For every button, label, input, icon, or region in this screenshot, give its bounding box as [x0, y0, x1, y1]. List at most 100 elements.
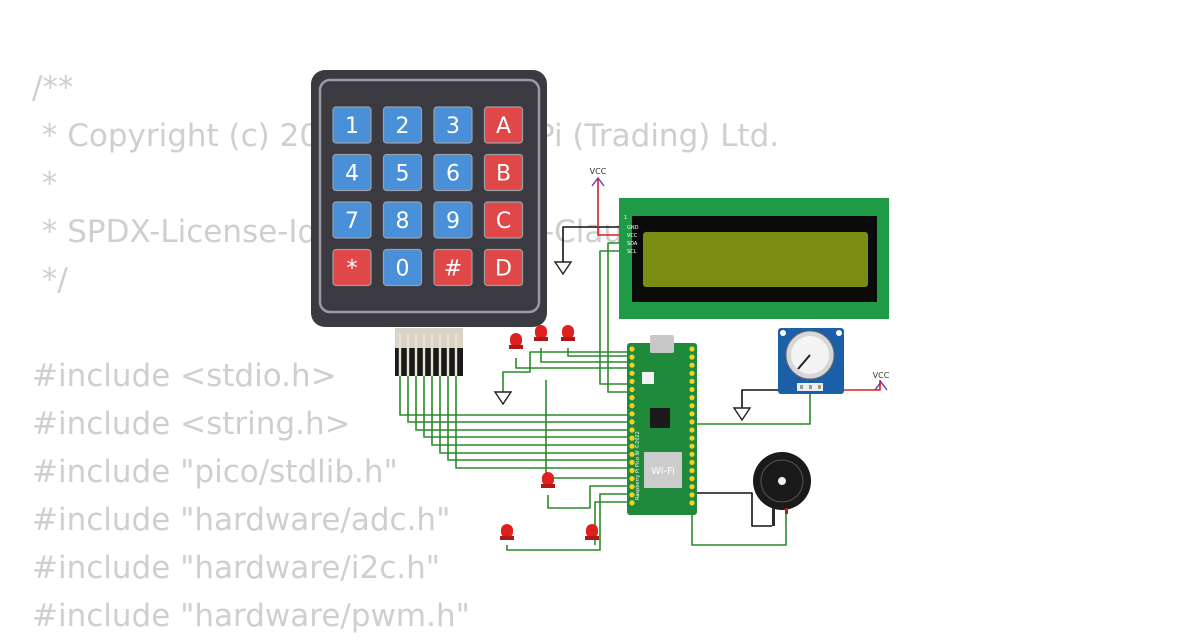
keypad-key-label: 3: [446, 114, 460, 139]
lcd-pin-label: GND: [627, 225, 639, 231]
wire: [547, 485, 630, 509]
keypad-key-label: D: [495, 257, 512, 282]
keypad-key-D: D: [483, 248, 524, 287]
led: [534, 325, 548, 341]
pico-pin: [689, 346, 695, 352]
code-line: /**: [32, 70, 74, 106]
pico-pin: [689, 459, 695, 465]
keypad-connector: [395, 328, 463, 348]
wire: [431, 375, 630, 446]
keypad-connector-header: [395, 348, 463, 376]
ground-symbol: [493, 391, 513, 406]
pico-pin: [689, 395, 695, 401]
code-line: #include "hardware/i2c.h": [32, 550, 440, 586]
wire: [515, 358, 630, 369]
wire: [407, 375, 630, 423]
wire: [447, 375, 630, 461]
vcc-label: VCC: [873, 371, 890, 380]
svg-text:1: 1: [624, 215, 627, 221]
pico-pin: [689, 386, 695, 393]
leds: [500, 325, 599, 540]
pico-pin: [689, 362, 695, 368]
keypad-key-8: 8: [382, 201, 423, 239]
wire: [502, 351, 630, 392]
pico-pin: [689, 476, 695, 482]
vcc-symbol-lcd: VCC: [590, 167, 607, 187]
wire: [439, 375, 630, 454]
pico-pin: [629, 451, 635, 457]
led: [509, 333, 523, 349]
pico-pin: [689, 427, 695, 433]
wire: [506, 493, 630, 551]
lcd-display: 1 GND VCC SDA SCL: [619, 198, 889, 319]
code-line: #include <string.h>: [32, 406, 351, 442]
led: [500, 524, 514, 540]
wires: [399, 178, 881, 551]
pico-pin: [629, 459, 635, 465]
pico-pin: [629, 427, 635, 433]
keypad-key-2: 2: [382, 106, 423, 144]
wifi-label: Wi-Fi: [651, 466, 675, 477]
pico-pin: [629, 395, 635, 401]
bootsel-button: [642, 372, 654, 384]
keypad-key-C: C: [483, 201, 524, 239]
wire: [599, 250, 630, 385]
pico-pin: [689, 435, 695, 441]
vcc-label: VCC: [590, 167, 607, 176]
pico-pin: [689, 370, 695, 376]
wire: [607, 242, 630, 393]
keypad-key-label: #: [444, 257, 462, 282]
pico-pin: [629, 370, 635, 376]
keypad-key-label: 5: [396, 162, 410, 187]
keypad-key-label: A: [496, 114, 511, 139]
pico-pin: [689, 419, 695, 425]
pico-pin: [629, 484, 635, 490]
led: [561, 325, 575, 341]
ground-symbol: [732, 407, 752, 422]
lcd-pin-label: VCC: [627, 233, 638, 239]
pico-pin: [629, 403, 635, 409]
board-text: Raspberry Pi Pico W ©2022: [634, 431, 641, 500]
lcd-pin-label: SCL: [627, 249, 637, 255]
keypad-key-label: 9: [446, 209, 460, 234]
code-line: #include "hardware/adc.h": [32, 502, 451, 538]
wire: [696, 393, 811, 425]
led: [541, 472, 555, 488]
pico-pin: [689, 411, 695, 417]
code-line: *: [32, 166, 58, 202]
keypad-key-label: 2: [396, 114, 410, 139]
wire: [423, 375, 630, 438]
pico-pin: [629, 435, 635, 441]
keypad-key-label: 8: [396, 209, 410, 234]
keypad-key-label: B: [496, 162, 511, 187]
rp2040-chip: [650, 408, 670, 428]
power-wire: [597, 178, 627, 236]
keypad-key-A: A: [483, 106, 524, 144]
pico-pin: [689, 403, 695, 409]
wire: [562, 226, 627, 262]
code-line: #include <stdio.h>: [32, 358, 337, 394]
keypad-key-label: 0: [396, 257, 410, 282]
keypad-key-B: B: [483, 153, 524, 192]
keypad-key-5: 5: [382, 153, 423, 192]
code-line: #include "hardware/pwm.h": [32, 598, 470, 634]
pico-pin: [689, 443, 695, 449]
keypad-key-1: 1: [332, 106, 372, 144]
pico-pin: [629, 467, 635, 474]
keypad-key-label: 1: [345, 114, 359, 139]
pico-pins: [629, 346, 695, 506]
keypad-key-label: 6: [446, 162, 460, 187]
pico-pin: [689, 492, 695, 498]
pico-pin: [629, 386, 635, 393]
pico-pin: [629, 346, 635, 352]
code-line: #include "pico/stdlib.h": [32, 454, 398, 490]
wire: [399, 375, 630, 416]
wire: [691, 512, 787, 546]
pico-pin: [689, 484, 695, 490]
ground-symbol: [553, 261, 573, 276]
keypad-key-label: 7: [345, 209, 359, 234]
keypad-key-6: 6: [433, 153, 473, 192]
pico-pin: [629, 419, 635, 425]
pico-pin: [629, 476, 635, 482]
